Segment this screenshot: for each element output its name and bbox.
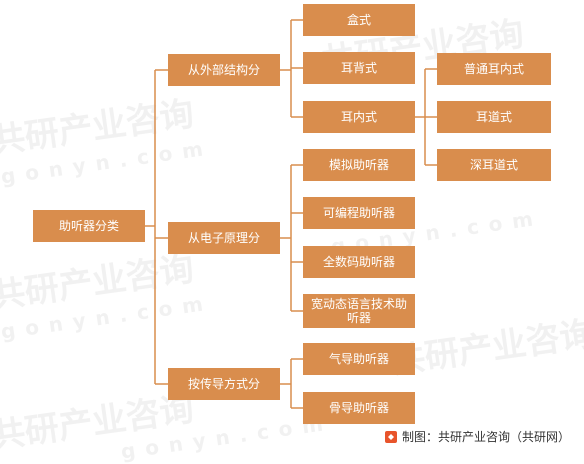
node-analog: 模拟助听器	[303, 149, 415, 181]
node-deep-canal: 深耳道式	[437, 149, 551, 181]
node-standard-in-the-ear: 普通耳内式	[437, 53, 551, 85]
node-fully-digital: 全数码助听器	[303, 246, 415, 278]
node-wide-dynamic: 宽动态语言技术助听器	[303, 294, 415, 328]
node-bone-conduction: 骨导助听器	[303, 392, 415, 424]
node-behind-the-ear: 耳背式	[303, 52, 415, 84]
node-air-conduction: 气导助听器	[303, 343, 415, 375]
node-in-the-ear: 耳内式	[303, 101, 415, 133]
node-programmable: 可编程助听器	[303, 197, 415, 229]
node-external-structure: 从外部结构分	[168, 54, 280, 86]
gonyn-logo-icon	[384, 430, 397, 443]
connector-lines	[145, 19, 437, 409]
node-electronic-principle: 从电子原理分	[168, 222, 280, 254]
node-in-the-canal: 耳道式	[437, 101, 551, 133]
node-box-type: 盒式	[303, 4, 415, 36]
node-root: 助听器分类	[33, 210, 145, 242]
source-credit: 制图：共研产业咨询（共研网）	[384, 428, 570, 445]
source-text: 制图：共研产业咨询（共研网）	[401, 430, 570, 444]
node-conduction-mode: 按传导方式分	[168, 368, 280, 400]
